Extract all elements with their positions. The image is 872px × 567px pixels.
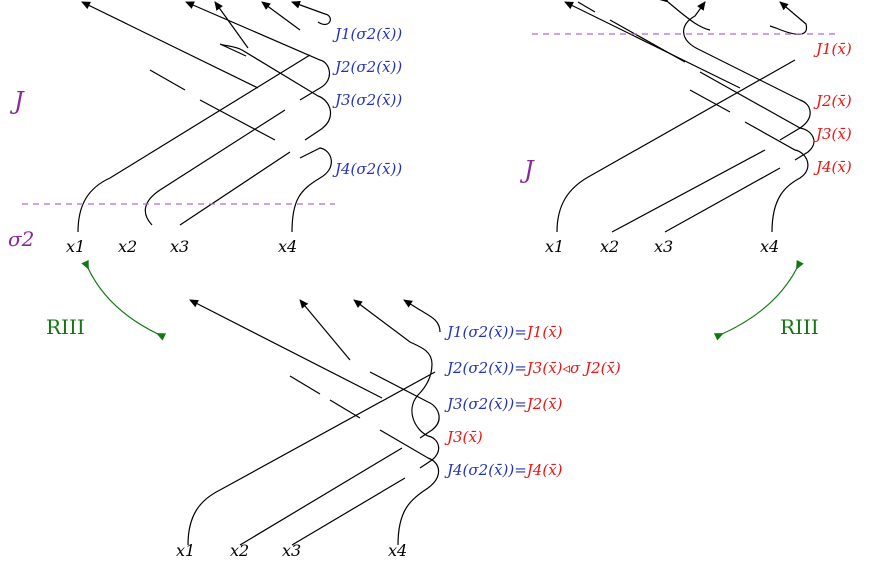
strand-2 — [144, 2, 330, 226]
output-5-blue: J4(σ2(x̄)) — [444, 461, 514, 479]
output-1-blue: J1(σ2(x̄)) — [444, 323, 514, 341]
strand-1 — [557, 2, 796, 233]
output-1-eq: = — [514, 323, 527, 341]
output-row-4: J3(x̄) — [444, 428, 483, 446]
strand-top-4 — [291, 0, 331, 26]
strand-1 — [188, 300, 436, 546]
output-3-blue: J3(σ2(x̄)) — [444, 395, 514, 413]
output-3-red: J2(x̄) — [524, 395, 563, 413]
output-row-2: J2(σ2(x̄))=J3(x̄)◃σ J2(x̄) — [444, 359, 621, 377]
x2-label: x2 — [230, 541, 249, 560]
strand-3 — [179, 2, 332, 226]
output-1: J1(x̄) — [813, 40, 852, 58]
strand-labels-bottom: x1 x2 x3 x4 — [176, 541, 407, 560]
output-1: J1(σ2(x̄)) — [332, 25, 402, 43]
x3-label: x3 — [170, 237, 189, 256]
output-2: J2(x̄) — [813, 92, 852, 110]
x4-label: x4 — [278, 237, 297, 256]
strand-4 — [149, 2, 332, 233]
output-row-5: J4(σ2(x̄))=J4(x̄) — [444, 461, 563, 479]
crossing-label: σ2 — [8, 227, 34, 251]
strand-1 — [78, 2, 311, 233]
strand-4 — [289, 300, 441, 546]
panel-top-left — [22, 0, 335, 233]
strand-3 — [291, 300, 440, 546]
outputs-top-left: J1(σ2(x̄)) J2(σ2(x̄)) J3(σ2(x̄)) J4(σ2(x… — [332, 25, 402, 178]
strand-2 — [611, 2, 811, 233]
output-4: J4(x̄) — [813, 158, 852, 176]
outputs-bottom: J1(σ2(x̄))=J1(x̄) J2(σ2(x̄))=J3(x̄)◃σ J2… — [444, 323, 621, 479]
strand-3-top — [659, 0, 711, 31]
x4-label: x4 — [760, 237, 779, 256]
x2-label: x2 — [118, 237, 137, 256]
output-row-1: J1(σ2(x̄))=J1(x̄) — [444, 323, 563, 341]
output-2-red: J3(x̄)◃σ J2(x̄) — [524, 359, 621, 377]
x1-label: x1 — [176, 541, 195, 560]
strand-3 — [577, 1, 815, 233]
riii-label-left: RIII — [46, 315, 85, 339]
region-label: J — [519, 156, 535, 184]
output-row-3: J3(σ2(x̄))=J2(x̄) — [444, 395, 563, 413]
output-3-eq: = — [514, 395, 527, 413]
double-arrow-left — [81, 259, 167, 341]
output-5-eq: = — [514, 461, 527, 479]
strand-4 — [689, 2, 809, 233]
output-2-blue: J2(σ2(x̄)) — [444, 359, 514, 377]
riii-label-right: RIII — [780, 315, 819, 339]
panel-top-right — [532, 0, 840, 233]
output-5-red: J4(x̄) — [524, 461, 563, 479]
output-2-eq: = — [514, 359, 527, 377]
output-4: J4(σ2(x̄)) — [332, 160, 402, 178]
output-3: J3(x̄) — [813, 125, 852, 143]
x4-label: x4 — [388, 541, 407, 560]
x1-label: x1 — [66, 237, 85, 256]
panel-bottom — [188, 300, 441, 546]
output-3: J3(σ2(x̄)) — [332, 91, 402, 109]
strand-labels-top-left: x1 x2 x3 x4 — [66, 237, 297, 256]
output-4-red: J3(x̄) — [444, 428, 483, 446]
x3-label: x3 — [654, 237, 673, 256]
move-right: RIII — [713, 259, 819, 341]
move-left: RIII — [46, 259, 167, 341]
double-arrow-right — [713, 259, 804, 341]
x2-label: x2 — [600, 237, 619, 256]
x1-label: x1 — [545, 237, 564, 256]
output-2: J2(σ2(x̄)) — [332, 58, 402, 76]
x3-label: x3 — [282, 541, 301, 560]
region-label: J — [9, 87, 25, 115]
output-1-red: J1(x̄) — [524, 323, 563, 341]
strand-labels-top-right: x1 x2 x3 x4 — [545, 237, 779, 256]
strand-2 — [239, 300, 440, 546]
outputs-top-right: J1(x̄) J2(x̄) J3(x̄) J4(x̄) — [813, 40, 852, 176]
